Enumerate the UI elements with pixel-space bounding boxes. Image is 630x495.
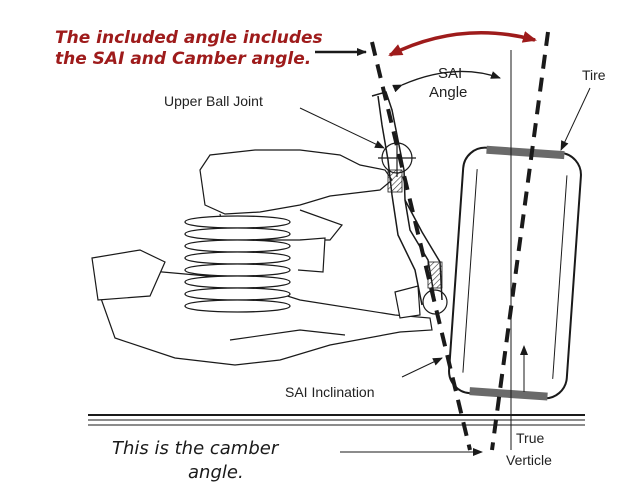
camber-line [490, 31, 550, 451]
true-vertical-label-line1: True [516, 430, 544, 446]
sai-inclination-pointer [401, 357, 443, 378]
sai-angle-label-line1: SAI [438, 65, 462, 82]
sai-line [370, 41, 472, 451]
included-angle-text-line2: the SAI and Camber angle. [55, 49, 311, 69]
upper-ball-joint-pointer [299, 107, 385, 149]
ground-lines [88, 414, 585, 426]
tire-pointer [560, 87, 591, 151]
true-vertical-label-line2: Verticle [506, 452, 552, 468]
included-angle-arc [388, 31, 537, 57]
upper-ball-joint-hatch [387, 169, 403, 193]
sai-inclination-label: SAI Inclination [285, 384, 375, 400]
camber-angle-text-line1: This is the camber [112, 438, 280, 459]
included-angle-text-line1: The included angle includes [55, 28, 323, 48]
upper-ball-joint-label: Upper Ball Joint [164, 93, 263, 109]
camber-angle-text-line2: angle. [188, 462, 244, 483]
lower-ball-joint-hatch [427, 261, 443, 289]
lower-control-arm [91, 249, 433, 366]
sai-angle-label-line2: Angle [429, 84, 467, 101]
sai-angle-arc [392, 70, 501, 93]
lower-ball-joint-marker [422, 289, 448, 315]
coil-spring [184, 215, 291, 313]
tire-label: Tire [582, 67, 606, 83]
